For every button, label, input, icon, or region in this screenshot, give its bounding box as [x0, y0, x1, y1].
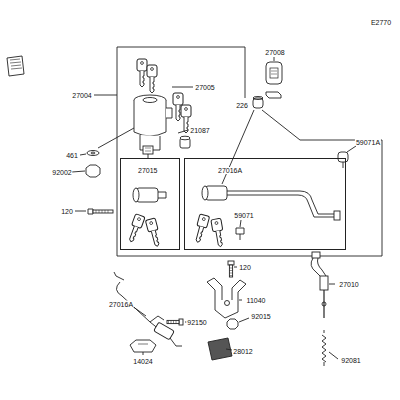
callout-number: 120: [60, 208, 74, 215]
callout-number: 28012: [232, 348, 253, 355]
callout-number: 27008: [264, 49, 285, 56]
callout-number: 92081: [340, 357, 361, 364]
callout-number: 120: [238, 264, 252, 271]
callout-number: 27015: [137, 167, 158, 174]
callout-number: 92150: [186, 319, 207, 326]
callout-number: 27005: [194, 84, 215, 91]
drawing-number: E2770: [370, 19, 392, 26]
callout-number: 27016A: [108, 301, 134, 308]
callout-number: 21087: [189, 127, 210, 134]
callout-number: 59071A: [355, 139, 381, 146]
callout-number: 14024: [132, 358, 153, 365]
callout-number: 92002: [51, 169, 72, 176]
callout-number: 59071: [233, 212, 254, 219]
group-box: 27016A: [184, 158, 346, 250]
callout-number: 461: [65, 152, 79, 159]
callout-number: 226: [235, 102, 249, 109]
callout-number: 92015: [250, 313, 271, 320]
callout-number: 27010: [338, 281, 359, 288]
callout-number: 11040: [246, 297, 267, 304]
callout-number: 27004: [71, 92, 92, 99]
callout-number: 27016A: [217, 167, 243, 174]
group-box: 27015: [120, 158, 180, 250]
